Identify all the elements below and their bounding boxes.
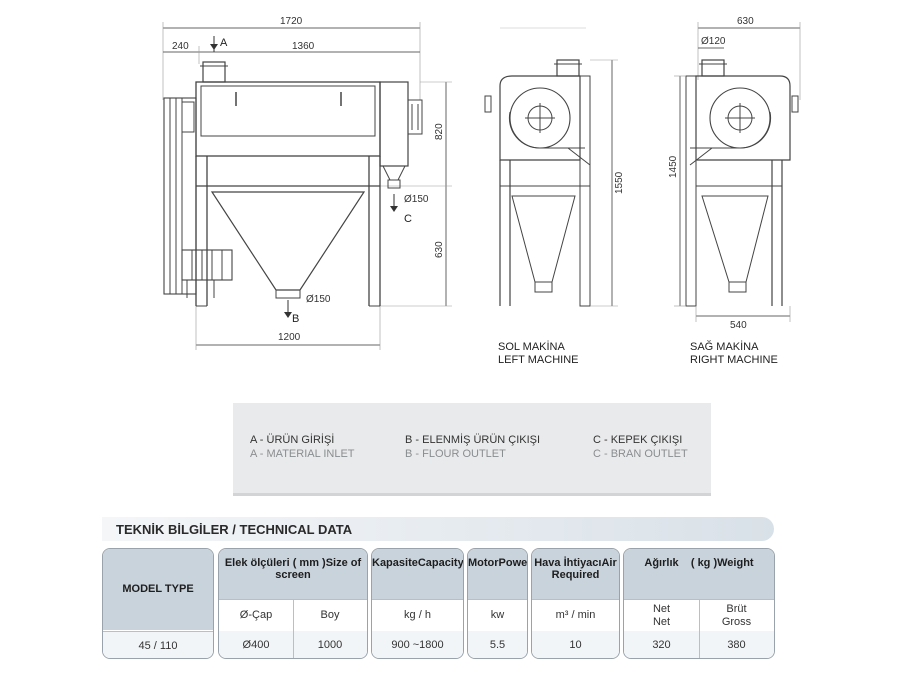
motor-header: MotorPower (468, 549, 527, 599)
weight-sub-net: Net Net (624, 603, 699, 631)
capacity-header-en: Capacity (417, 557, 464, 569)
model-value-row: 45 / 110 (103, 631, 213, 658)
model-header-label: MODEL TYPE (122, 583, 194, 595)
screen-sub-diameter: Ø-Çap (239, 609, 273, 621)
weight-header-tr: Ağırlık ( kg ) (644, 557, 718, 569)
capacity-sub-row: kg / h (372, 599, 463, 632)
air-column: Hava İhtiyacıAir Required m³ / min 10 (531, 548, 620, 659)
motor-column: MotorPower kw 5.5 (467, 548, 528, 659)
marker-b: B (292, 313, 299, 325)
screen-value-row: Ø400 1000 (219, 631, 367, 658)
left-view-caption-tr: SOL MAKİNA (498, 340, 565, 353)
legend-box: A - ÜRÜN GİRİŞİ A - MATERIAL INLET B - E… (233, 403, 711, 496)
legend-a-en: A - MATERIAL INLET (250, 448, 355, 460)
technical-data-title-bar: TEKNİK BİLGİLER / TECHNICAL DATA (102, 517, 774, 541)
weight-net-en: Net (652, 616, 671, 628)
legend-item-a: A - ÜRÜN GİRİŞİ A - MATERIAL INLET (250, 433, 355, 461)
motor-value: 5.5 (489, 639, 506, 651)
dim-right-height: 1450 (668, 155, 679, 178)
technical-drawing: 1720 240 1360 820 630 1200 Ø150 Ø150 630… (162, 16, 801, 366)
screen-header: Elek ölçüleri ( mm )Size of screen (219, 549, 367, 599)
weight-net-value: 320 (652, 639, 671, 651)
model-value: 45 / 110 (138, 640, 178, 652)
air-unit: m³ / min (555, 609, 596, 621)
weight-sub-row: Net Net Brüt Gross (624, 599, 774, 632)
weight-column: Ağırlık ( kg )Weight Net Net Brüt Gross … (623, 548, 775, 659)
weight-value-row: 320 380 (624, 631, 774, 658)
weight-net-tr: Net (652, 603, 671, 615)
arrow-b-icon (284, 312, 292, 318)
legend-item-c: C - KEPEK ÇIKIŞI C - BRAN OUTLET (593, 433, 688, 461)
dim-side-width: 630 (737, 16, 754, 27)
capacity-unit: kg / h (404, 609, 431, 621)
legend-b-tr: B - ELENMİŞ ÜRÜN ÇIKIŞI (405, 434, 541, 446)
air-value: 10 (569, 639, 582, 651)
model-header: MODEL TYPE (103, 549, 213, 630)
motor-header-en: Power (498, 557, 528, 569)
dim-total-width: 1720 (280, 16, 303, 27)
weight-gross-value: 380 (727, 639, 746, 651)
technical-data-title: TEKNİK BİLGİLER / TECHNICAL DATA (116, 522, 353, 537)
dim-outlet-b-dia: Ø150 (306, 294, 331, 305)
capacity-header: KapasiteCapacity (372, 549, 463, 599)
capacity-value: 900 ~1800 (391, 639, 444, 651)
weight-gross-tr: Brüt (726, 603, 747, 615)
marker-a: A (220, 37, 228, 49)
legend-c-tr: C - KEPEK ÇIKIŞI (593, 434, 683, 446)
screen-sub-length: Boy (320, 609, 340, 621)
capacity-header-tr: Kapasite (372, 557, 418, 569)
marker-c: C (404, 213, 412, 225)
screen-header-tr: Elek ölçüleri ( mm ) (224, 557, 326, 569)
capacity-value-row: 900 ~1800 (372, 631, 463, 658)
right-view-caption-en: RIGHT MACHINE (690, 354, 778, 366)
legend-b-en: B - FLOUR OUTLET (405, 448, 506, 460)
screen-diameter-value: Ø400 (242, 639, 270, 651)
motor-header-tr: Motor (468, 557, 499, 569)
weight-gross-en: Gross (721, 616, 752, 628)
legend-item-b: B - ELENMİŞ ÜRÜN ÇIKIŞI B - FLOUR OUTLET (405, 433, 540, 461)
air-sub-row: m³ / min (532, 599, 619, 632)
dim-left-height: 1550 (614, 171, 625, 194)
dim-outlet-c-dia: Ø150 (404, 194, 429, 205)
dim-lower-height: 630 (434, 241, 445, 258)
screen-length-value: 1000 (317, 639, 343, 651)
legend-c-en: C - BRAN OUTLET (593, 448, 688, 460)
right-view-caption-tr: SAĞ MAKİNA (690, 340, 759, 353)
dim-inlet-dia: Ø120 (701, 36, 726, 47)
screen-header-en: Size of screen (275, 557, 362, 581)
weight-sub-gross: Brüt Gross (699, 603, 774, 631)
dim-right-base: 540 (730, 320, 747, 331)
motor-sub-row: kw (468, 599, 527, 632)
air-header: Hava İhtiyacıAir Required (532, 549, 619, 599)
screen-sub-row: Ø-Çap Boy (219, 599, 367, 632)
motor-unit: kw (490, 609, 505, 621)
dim-base-width: 1200 (278, 332, 301, 343)
arrow-c-icon (390, 206, 398, 212)
capacity-column: KapasiteCapacity kg / h 900 ~1800 (371, 548, 464, 659)
weight-header: Ağırlık ( kg )Weight (624, 549, 774, 599)
dim-upper-height: 820 (434, 123, 445, 140)
motor-value-row: 5.5 (468, 631, 527, 658)
weight-header-en: Weight (717, 557, 754, 569)
left-view-caption-en: LEFT MACHINE (498, 354, 578, 366)
dim-body-width: 1360 (292, 41, 315, 52)
arrow-a-icon (210, 44, 218, 50)
model-column: MODEL TYPE 45 / 110 (102, 548, 214, 659)
legend-a-tr: A - ÜRÜN GİRİŞİ (250, 434, 335, 446)
air-value-row: 10 (532, 631, 619, 658)
air-header-tr: Hava İhtiyacı (534, 557, 602, 569)
air-header-en: Air Required (551, 557, 617, 581)
screen-column: Elek ölçüleri ( mm )Size of screen Ø-Çap… (218, 548, 368, 659)
dim-offset: 240 (172, 41, 189, 52)
